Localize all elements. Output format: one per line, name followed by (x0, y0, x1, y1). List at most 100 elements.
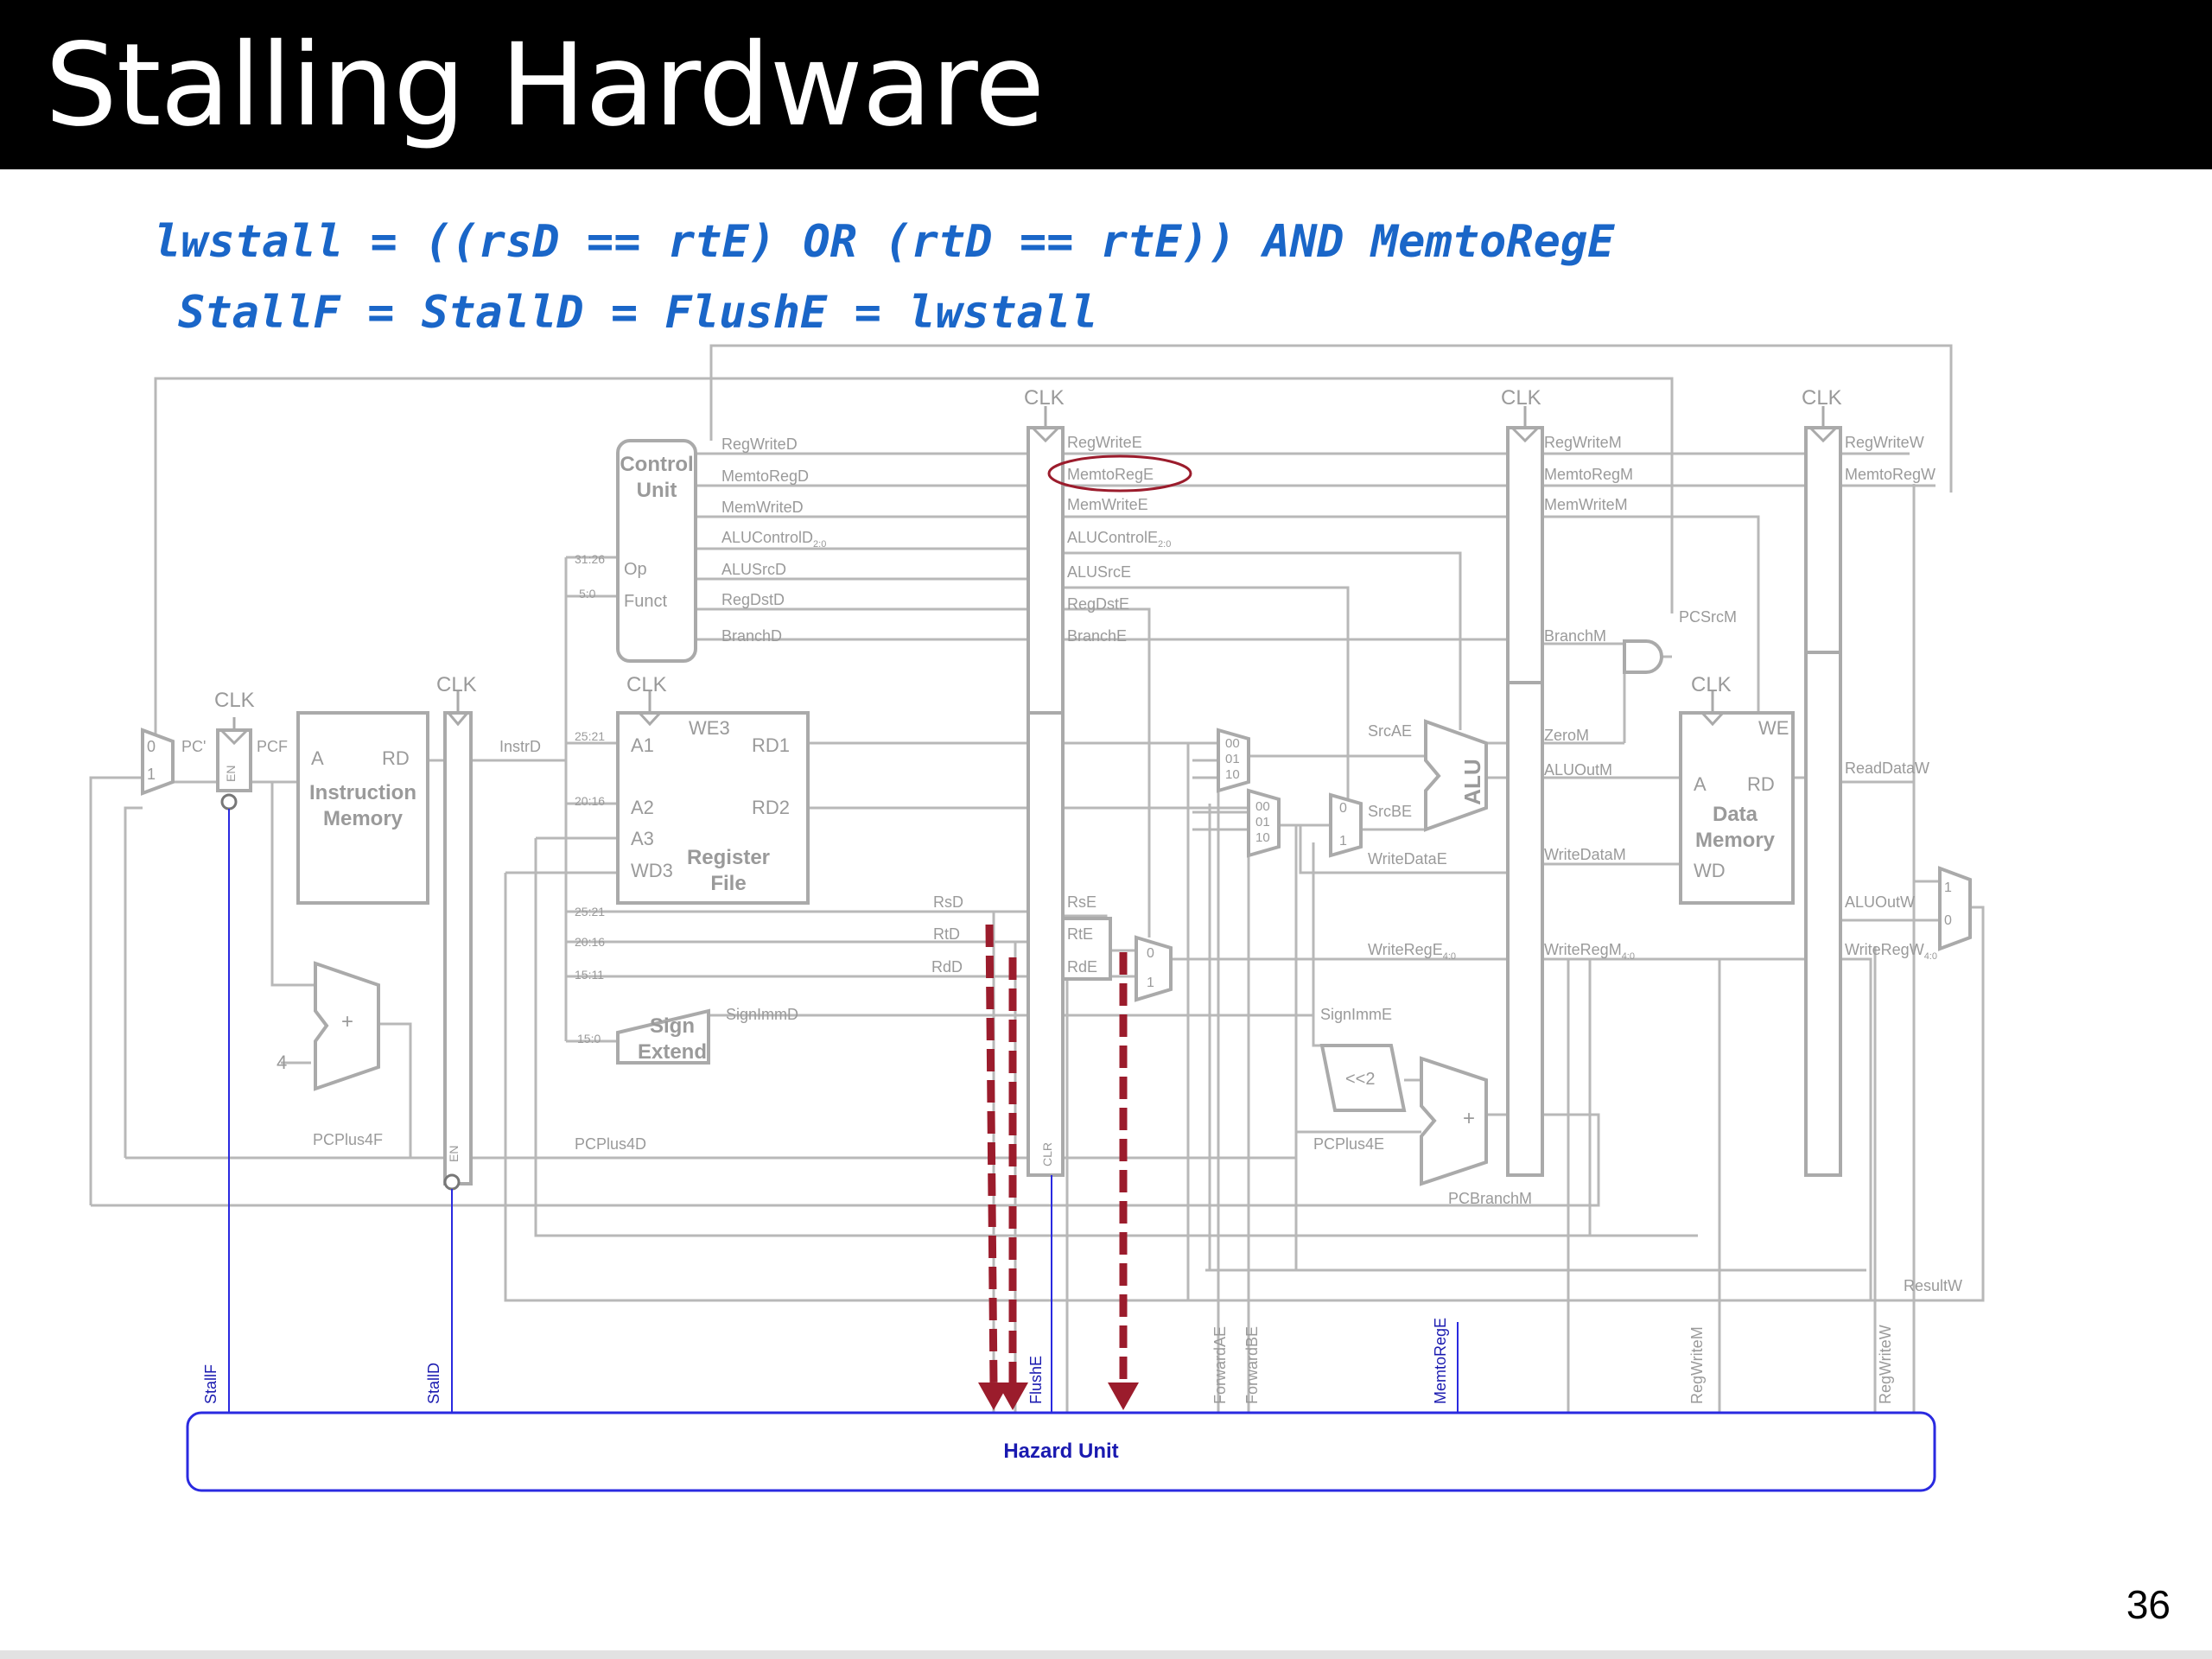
regwrited-label: RegWriteD (721, 435, 798, 453)
srcae-label: SrcAE (1368, 722, 1412, 740)
aluoutm-label: ALUOutM (1544, 761, 1612, 779)
stall-equation: StallF = StallD = FlushE = lwstall (178, 287, 1098, 339)
sign-label-1: Sign (650, 1014, 695, 1038)
clk-label-rf: CLK (626, 673, 667, 696)
writeregm-label: WriteRegM4:0 (1544, 941, 1635, 962)
slide-number: 36 (2126, 1582, 2171, 1627)
pcsrcm-label: PCSrcM (1679, 608, 1737, 626)
alusrce-label: ALUSrcE (1067, 563, 1131, 581)
clk-label-w: CLK (1802, 386, 1842, 410)
fwdb-10: 10 (1255, 830, 1270, 845)
branche-label: BranchE (1067, 627, 1127, 645)
op-label: Op (624, 560, 647, 579)
alu-label: ALU (1459, 759, 1485, 804)
alusrcd-label: ALUSrcD (721, 561, 786, 578)
fwdb-01: 01 (1255, 815, 1270, 830)
signimme-label: SignImmE (1320, 1006, 1392, 1023)
bits-1511: 15:11 (575, 968, 604, 982)
instrd-label: InstrD (499, 738, 541, 755)
imem-label-1: Instruction (309, 781, 416, 804)
bits-3126: 31:26 (575, 552, 605, 566)
dmem-we: WE (1758, 717, 1789, 739)
pipeline-blocks (141, 426, 1972, 1186)
alusrc-mux-1: 1 (1339, 834, 1347, 849)
fwda-01: 01 (1225, 752, 1240, 766)
footer-line (0, 1650, 2212, 1659)
clk-label-d: CLK (436, 673, 477, 696)
memtoregd-label: MemtoRegD (721, 467, 809, 485)
sign-label-2: Extend (638, 1040, 707, 1064)
regwritem-label: RegWriteM (1544, 434, 1622, 451)
memwritee-label: MemWriteE (1067, 496, 1148, 513)
clk-label-e: CLK (1024, 386, 1065, 410)
clr-label: CLR (1040, 1142, 1054, 1166)
stalld-signal: StallD (425, 1363, 442, 1404)
rf-we3: WE3 (689, 717, 730, 739)
bits-150: 15:0 (577, 1032, 601, 1046)
regdste-label: RegDstE (1067, 595, 1129, 613)
lwstall-equation: lwstall = ((rsD == rtE) OR (rtD == rtE))… (154, 216, 1615, 268)
writeregw-label: WriteRegW4:0 (1845, 941, 1937, 962)
rde-label: RdE (1067, 958, 1097, 976)
dmem-wd: WD (1694, 860, 1726, 881)
rtd-label: RtD (933, 925, 960, 943)
bits-50: 5:0 (579, 587, 596, 601)
pcbranchm-label: PCBranchM (1448, 1190, 1532, 1207)
pcf-label: PCF (257, 738, 288, 755)
adder-plus-f: + (341, 1010, 353, 1033)
stallf-signal: StallF (202, 1364, 219, 1404)
pc-prime-label: PC' (181, 738, 206, 755)
arrowhead-rtd (997, 1382, 1028, 1410)
hazard-signal-labels: StallF StallD FlushE ForwardAE ForwardBE… (202, 1318, 1894, 1404)
clk-label-m: CLK (1501, 386, 1541, 410)
signimmd-label: SignImmD (726, 1006, 798, 1023)
pcplus4f-label: PCPlus4F (313, 1131, 383, 1148)
diagram-labels: CLK CLK CLK CLK CLK CLK CLK 0 1 PC' PCF … (147, 386, 1962, 1294)
alusrc-mux-0: 0 (1339, 801, 1347, 816)
rf-a3: A3 (631, 828, 654, 849)
imem-label-2: Memory (323, 807, 404, 830)
dmem-a: A (1694, 773, 1707, 795)
rf-wd3: WD3 (631, 860, 673, 881)
clk-label-dmem: CLK (1691, 673, 1732, 696)
control-label-2: Unit (637, 479, 677, 502)
rf-label-2: File (710, 872, 746, 895)
pcplus4d-label: PCPlus4D (575, 1135, 646, 1153)
arrowhead-rte (1108, 1382, 1139, 1410)
rdd-label: RdD (931, 958, 963, 976)
bits-2016-a: 20:16 (575, 794, 605, 808)
hazard-unit-label: Hazard Unit (1003, 1440, 1118, 1463)
rf-rd1: RD1 (752, 734, 790, 756)
rsd-compare-arrow (985, 924, 998, 1388)
shift-label: <<2 (1345, 1070, 1375, 1089)
memtoregm-label: MemtoRegM (1544, 466, 1633, 483)
en-label-d: EN (447, 1146, 461, 1162)
pcplus4e-label: PCPlus4E (1313, 1135, 1384, 1153)
regwritew-label: RegWriteW (1845, 434, 1924, 451)
memtorege-signal: MemtoRegE (1432, 1318, 1449, 1404)
adder-plus-e: + (1463, 1107, 1475, 1130)
alucontrole-label: ALUControlE2:0 (1067, 529, 1171, 550)
branchd-label: BranchD (721, 627, 782, 645)
pc-mux-1: 1 (147, 766, 156, 783)
memtorege-label: MemtoRegE (1067, 466, 1154, 483)
regwritem-signal: RegWriteM (1688, 1326, 1706, 1404)
fwda-00: 00 (1225, 736, 1240, 751)
regwritee-label: RegWriteE (1067, 434, 1142, 451)
fwda-10: 10 (1225, 767, 1240, 782)
zerom-label: ZeroM (1544, 727, 1589, 744)
branchm-label: BranchM (1544, 627, 1606, 645)
bits-2521-a: 25:21 (575, 729, 605, 743)
memwrited-label: MemWriteD (721, 499, 804, 516)
memtorege-highlight (1047, 454, 1192, 493)
dmem-rd: RD (1747, 773, 1775, 795)
writedatae-label: WriteDataE (1368, 850, 1447, 868)
memtoregw-label: MemtoRegW (1845, 466, 1936, 483)
regwritew-signal: RegWriteW (1877, 1325, 1894, 1404)
hazard-wires (228, 809, 1459, 1413)
control-label-1: Control (620, 453, 693, 476)
result-mux-1: 1 (1944, 880, 1952, 895)
rte-label: RtE (1067, 925, 1093, 943)
result-mux-0: 0 (1944, 913, 1952, 928)
regdstd-label: RegDstD (721, 591, 785, 608)
